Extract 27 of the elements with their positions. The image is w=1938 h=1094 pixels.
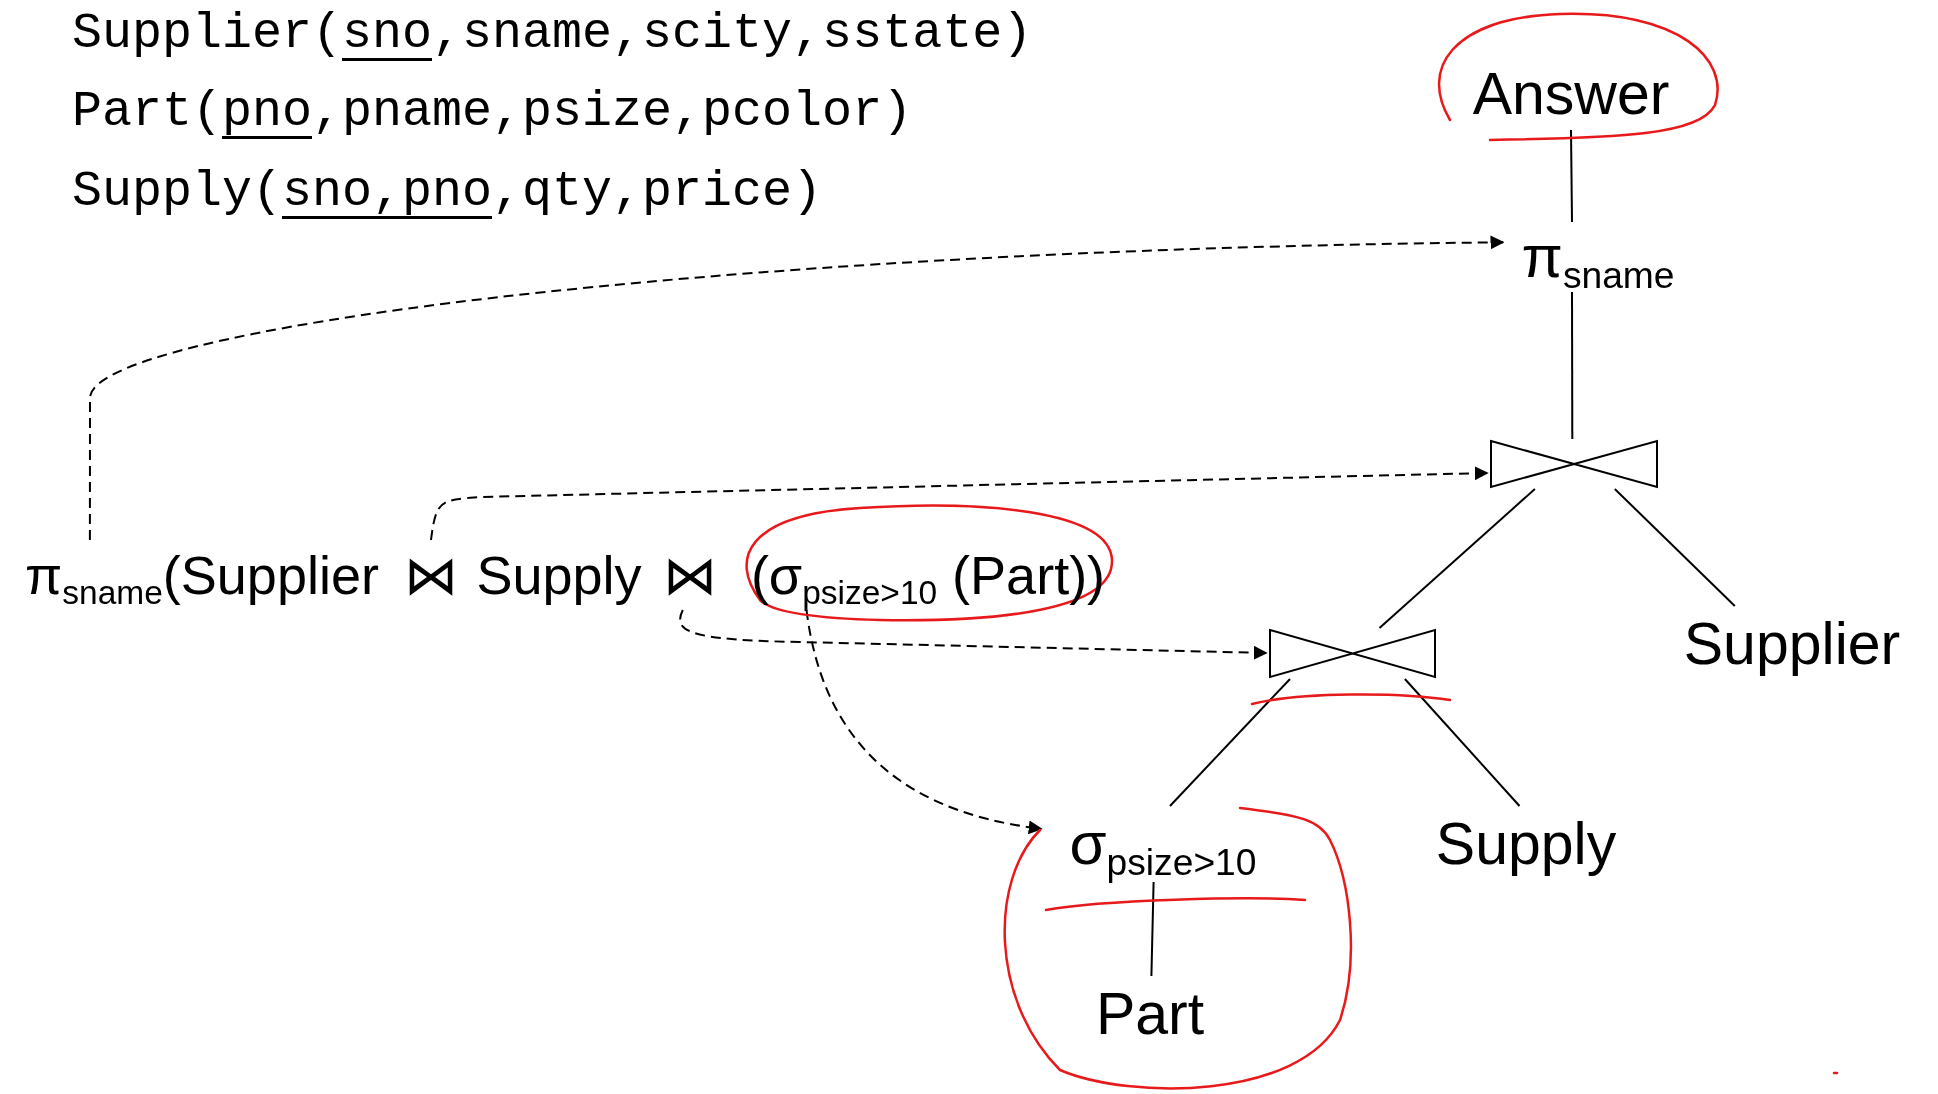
tree-edge [1169,678,1291,807]
join-symbol [1268,628,1437,679]
relation-label: Answer [1459,58,1683,130]
expression-text: Supply [468,540,650,610]
tree-edge [1571,291,1574,440]
tree-edge [1403,678,1521,807]
schema-text: Supplier(sno,sname,scity,sstate) [72,4,1033,64]
operator-label: π$_{sname}$ [1505,222,1691,292]
join-symbol-text: ⋈ [660,540,720,610]
dashed-arrow [88,235,1505,541]
relation-label: Supply [1418,806,1634,882]
tree-edge [1613,488,1736,607]
expression-text: π$_{sname}$(Supplier [6,540,398,610]
relation-label: Part [1080,976,1220,1052]
operator-label: σ$_{psize>10}$ [1046,806,1280,882]
join-symbol [1489,439,1659,489]
tree-edge [1150,881,1155,977]
expression-text: (σ$_{psize>10}$ (Part)) [732,540,1124,610]
tree-edge [1570,129,1573,223]
schema-text: Supply(sno,pno,qty,price) [72,162,823,222]
dashed-arrow [679,609,1268,660]
schema-text: Part(pno,pname,psize,pcolor) [72,82,913,142]
dashed-arrow [430,466,1489,541]
dashed-arrow [805,609,1043,834]
join-symbol-text: ⋈ [402,540,460,610]
relation-label: Supplier [1662,606,1922,682]
tree-edge [1378,488,1536,629]
